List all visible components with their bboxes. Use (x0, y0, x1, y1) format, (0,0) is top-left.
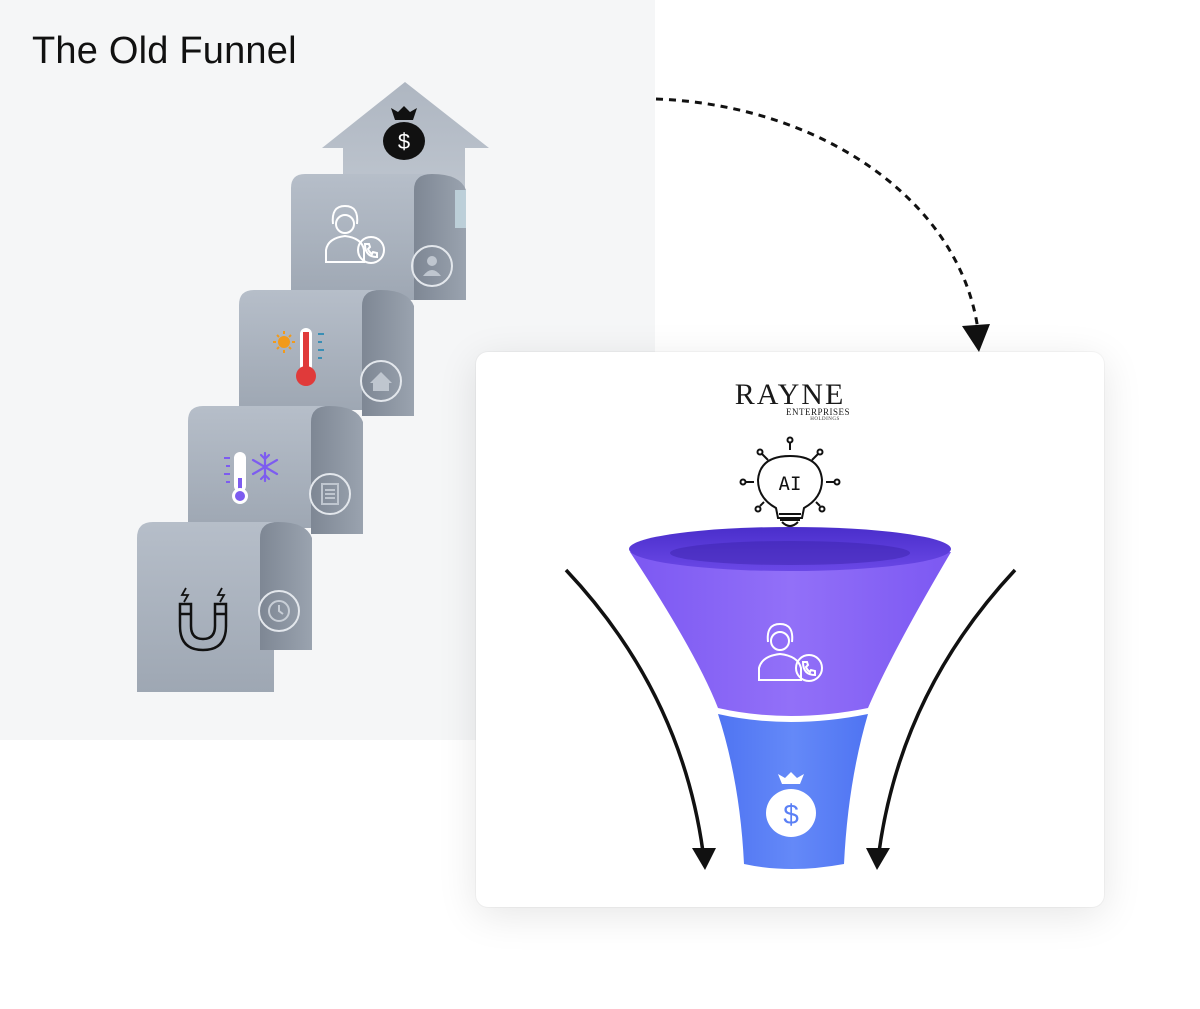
new-funnel-card: RAYNE ENTERPRISES HOLDINGS (476, 352, 1104, 907)
dollar-symbol: $ (783, 799, 799, 830)
person-icon (423, 256, 441, 276)
magnet-icon (178, 587, 228, 652)
funnel-upper-section (629, 527, 951, 716)
hot-thermometer-icon (273, 328, 324, 386)
right-flow-arrow (866, 568, 1017, 870)
logo-main-text: RAYNE (734, 378, 846, 411)
sales-agent-icon (325, 204, 385, 264)
left-flow-arrow (564, 568, 716, 870)
clock-icon (268, 600, 290, 622)
document-icon (321, 483, 339, 505)
dollar-symbol: $ (398, 129, 410, 154)
cold-thermometer-icon (224, 451, 279, 504)
ai-label: AI (779, 473, 802, 495)
logo-sub-text: ENTERPRISES (785, 407, 850, 417)
logo-sub2-text: HOLDINGS (810, 417, 840, 422)
old-funnel-title: The Old Funnel (32, 30, 297, 72)
ai-lightbulb-icon: AI (739, 436, 841, 527)
old-stage-2 (188, 406, 363, 534)
home-icon (370, 372, 392, 391)
sales-agent-icon (758, 622, 823, 682)
old-stage-3 (239, 290, 414, 416)
funnel-lower-section: $ (718, 714, 868, 869)
rayne-logo: RAYNE ENTERPRISES HOLDINGS (476, 378, 1104, 423)
old-stage-4 (291, 174, 466, 300)
old-funnel-diagram: $ (137, 82, 489, 692)
old-stage-1 (137, 522, 312, 692)
new-funnel-diagram: AI $ (564, 436, 1017, 870)
money-bag-icon: $ (766, 772, 816, 837)
money-bag-icon: $ (383, 106, 425, 160)
